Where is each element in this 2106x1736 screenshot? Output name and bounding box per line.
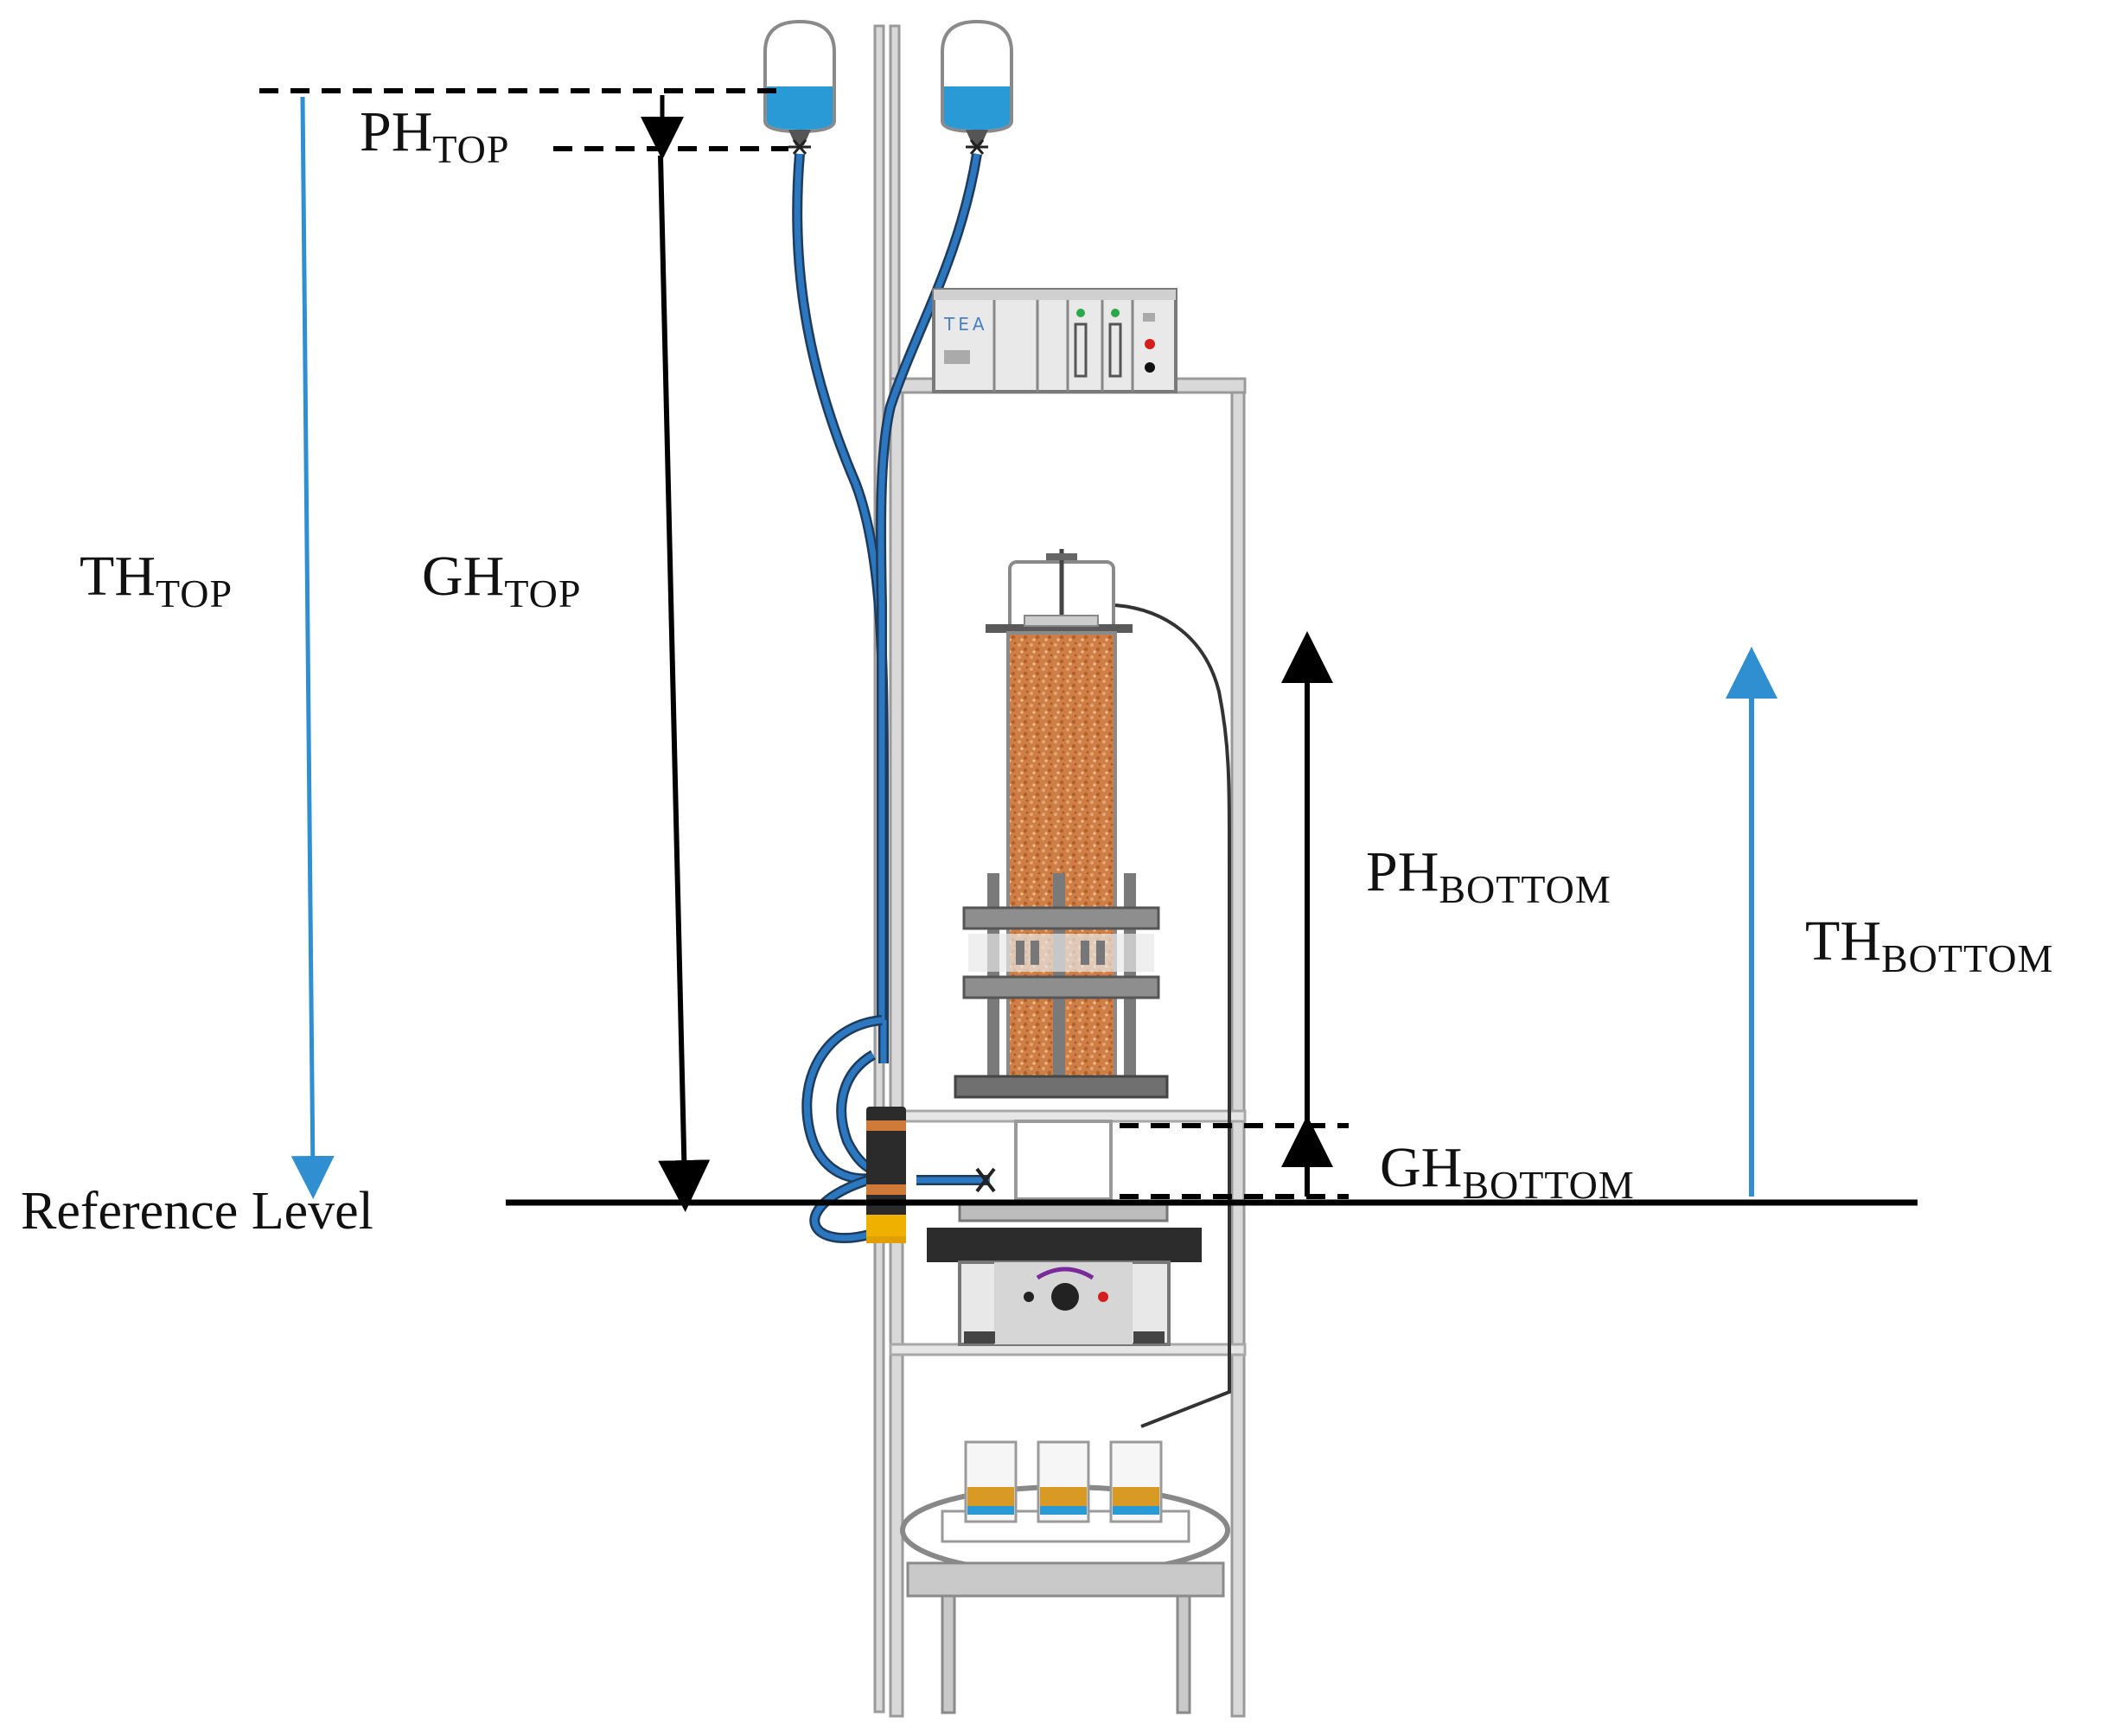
collection-tray bbox=[900, 1440, 1230, 1714]
gh-bottom-sub: BOTTOM bbox=[1462, 1163, 1635, 1207]
ph-top-main: PH bbox=[360, 100, 433, 163]
supply-tubes bbox=[792, 153, 990, 1243]
dashed-head-lines bbox=[259, 88, 1349, 1199]
ph-bottom-label: PHBOTTOM bbox=[1366, 844, 1611, 909]
logger-brand-text: TEA bbox=[943, 314, 988, 335]
ph-bottom-sub: BOTTOM bbox=[1439, 867, 1611, 911]
gh-bottom-label: GHBOTTOM bbox=[1380, 1136, 1635, 1205]
th-top-arrow bbox=[290, 96, 335, 1199]
reference-level-label: Reference Level bbox=[21, 1182, 373, 1241]
ph-top-sub: TOP bbox=[432, 127, 510, 171]
gh-top-arrow bbox=[658, 155, 711, 1212]
th-top-sub: TOP bbox=[155, 571, 233, 616]
dimension-arrows bbox=[290, 95, 1777, 1212]
gh-top-main: GH bbox=[422, 545, 505, 608]
data-logger: TEA bbox=[932, 288, 1177, 393]
gh-top-sub: TOP bbox=[504, 571, 582, 616]
top-reservoir-right bbox=[941, 19, 1013, 155]
th-bottom-label: THBOTTOM bbox=[1805, 913, 2053, 979]
magnetic-stirrer bbox=[927, 1228, 1202, 1346]
top-reservoir-left bbox=[763, 19, 836, 155]
gh-bottom-main: GH bbox=[1380, 1136, 1463, 1199]
th-bottom-sub: BOTTOM bbox=[1880, 936, 2054, 980]
soil-column bbox=[954, 549, 1231, 1428]
ph-top-label: PHTOP bbox=[360, 104, 509, 169]
th-top-label: THTOP bbox=[80, 545, 233, 614]
th-bottom-main: TH bbox=[1805, 909, 1881, 973]
gh-top-label: GHTOP bbox=[422, 545, 581, 614]
ph-bottom-main: PH bbox=[1366, 840, 1439, 903]
th-top-main: TH bbox=[80, 545, 156, 608]
valve-block bbox=[866, 1107, 996, 1243]
